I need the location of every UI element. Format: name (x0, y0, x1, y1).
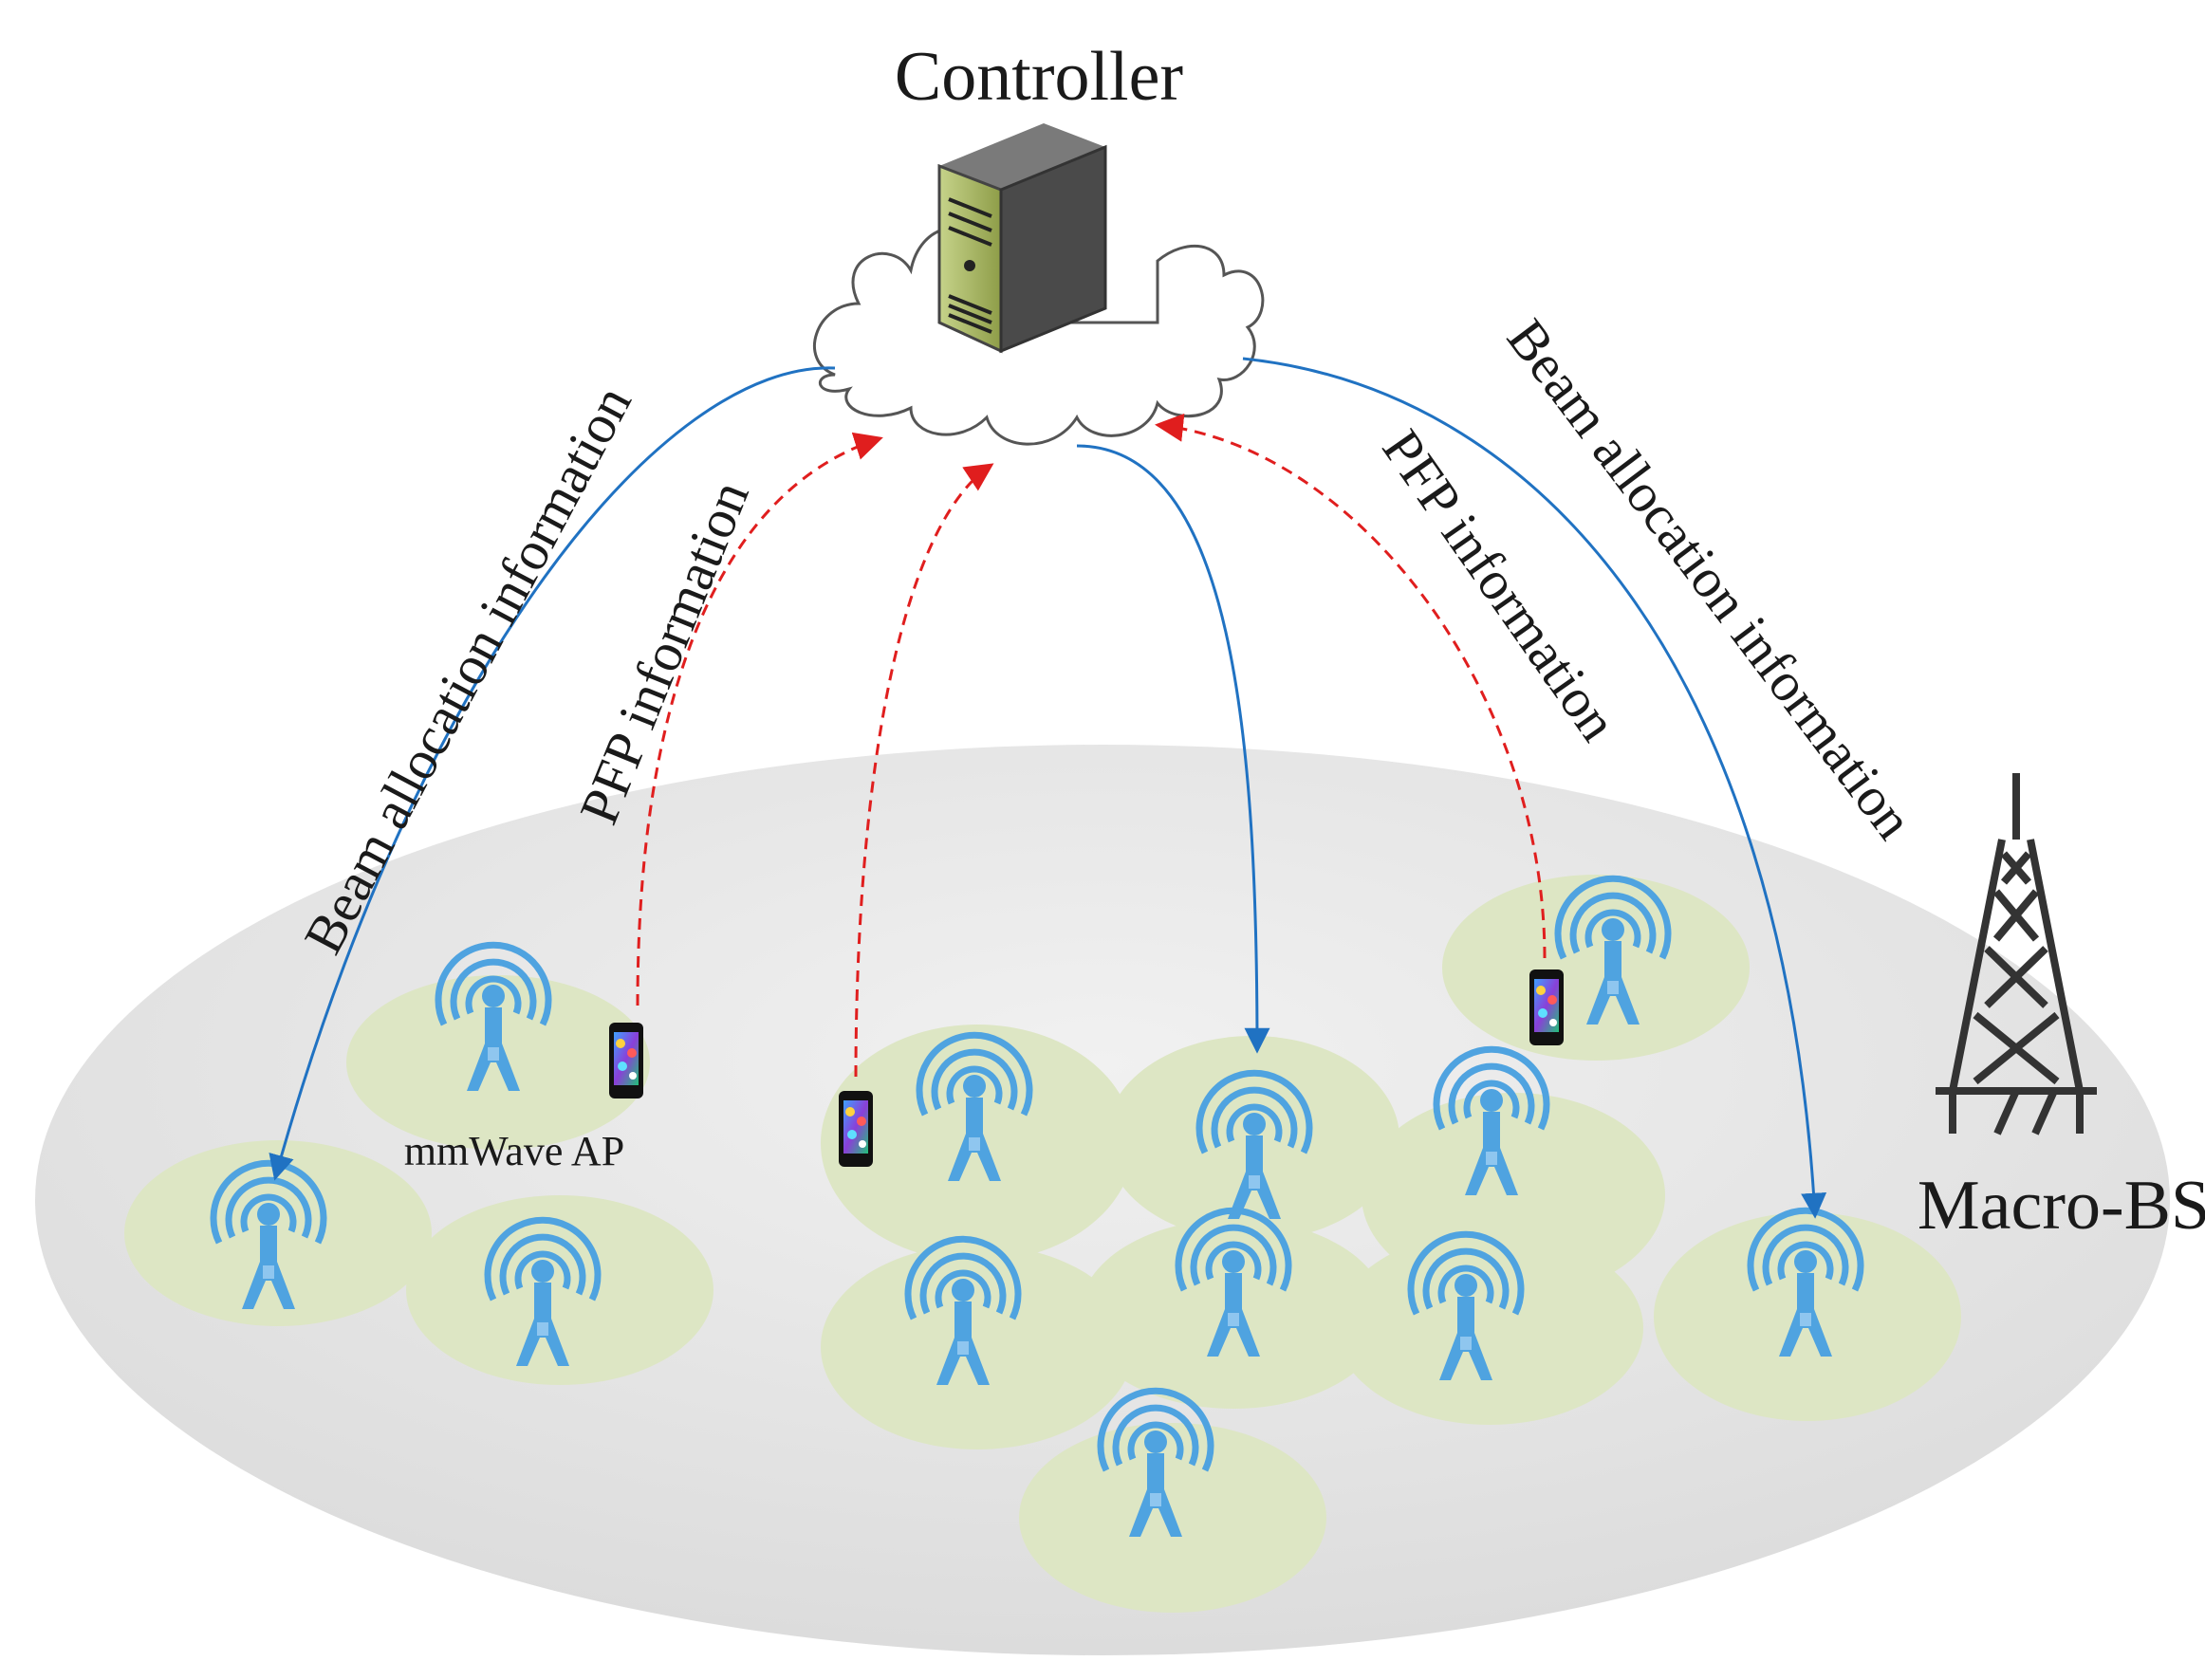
cell (1442, 875, 1750, 1061)
beam-arrow-left (269, 366, 836, 1181)
macro-bs-label: Macro-BS (1918, 1167, 2205, 1245)
beam-arrow-right (1242, 357, 1827, 1219)
pfp-arrow-group (636, 413, 1547, 1078)
cell (821, 1245, 1134, 1449)
phone-icon (609, 1023, 643, 1098)
cell (406, 1195, 713, 1385)
beam-arrow-group (269, 357, 1827, 1219)
phone-icon (839, 1091, 873, 1167)
pfp-arrow-2 (854, 463, 994, 1078)
pfp-arrow-1 (636, 432, 883, 1006)
beam-label-right: Beam allocation information (1495, 307, 1925, 850)
beam-arrow-center (1076, 444, 1270, 1054)
phone-icon (1529, 969, 1564, 1045)
controller-label: Controller (895, 38, 1183, 116)
tower-icon (1936, 773, 2097, 1135)
server-icon (937, 123, 1107, 354)
cell (124, 1140, 432, 1326)
mmwave-ap-label: mmWave AP (404, 1128, 624, 1174)
pfp-arrow-3 (1155, 413, 1547, 959)
